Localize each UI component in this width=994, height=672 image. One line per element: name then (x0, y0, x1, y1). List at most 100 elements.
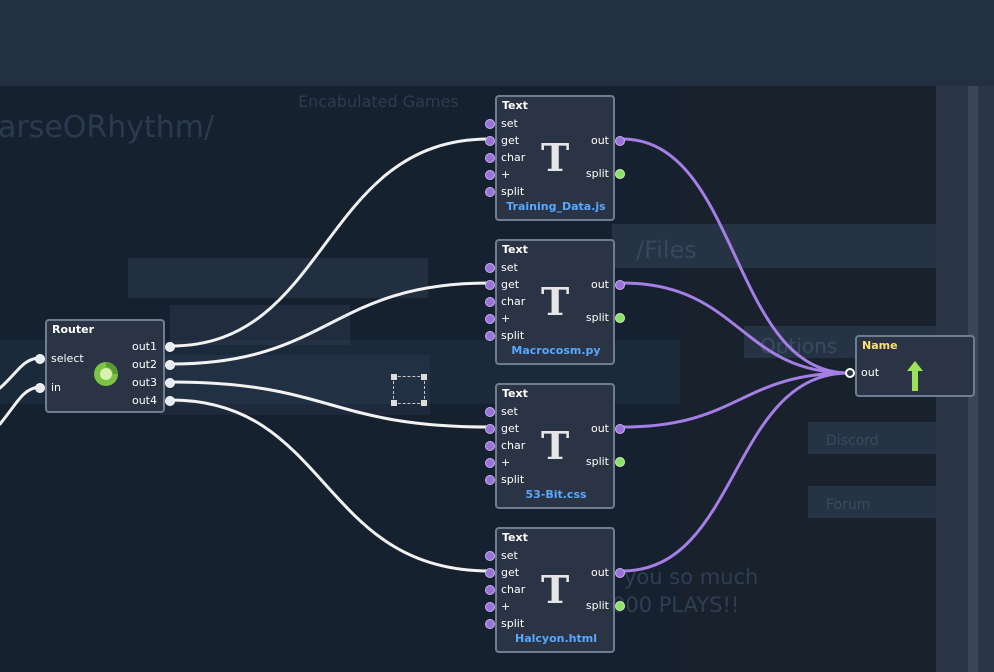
text-get-pin[interactable] (485, 136, 495, 146)
text-node-training-data[interactable]: Text set get char + split T out split Tr… (485, 95, 625, 221)
text-plus-pin[interactable] (485, 602, 495, 612)
router-out4-pin[interactable] (165, 396, 175, 406)
text-get-pin[interactable] (485, 424, 495, 434)
wire-in-select (0, 356, 40, 390)
text-split-out-label: split (585, 455, 609, 468)
text-char-pin[interactable] (485, 297, 495, 307)
wire-out3-53bit (169, 380, 491, 429)
wire-53bit-name (620, 371, 851, 429)
text-split-in-pin[interactable] (485, 475, 495, 485)
text-set-pin[interactable] (485, 407, 495, 417)
text-char-pin[interactable] (485, 585, 495, 595)
text-split-out-pin[interactable] (615, 601, 625, 611)
text-filename[interactable]: Training_Data.js (506, 200, 606, 213)
text-set-label: set (501, 549, 518, 562)
text-split-out-label: split (585, 167, 609, 180)
text-split-in-label: split (501, 473, 525, 486)
up-arrow-icon (905, 359, 925, 393)
text-split-out-label: split (585, 311, 609, 324)
router-out2-label: out2 (131, 358, 157, 371)
text-get-label: get (501, 566, 520, 579)
text-node-title: Text (502, 99, 528, 112)
router-cycle-icon (91, 359, 121, 389)
background-files-bar (612, 224, 936, 268)
text-node-53-bit[interactable]: Text set get char + split T out split 53… (485, 383, 625, 509)
text-split-in-pin[interactable] (485, 619, 495, 629)
wire-out4-halcyon (169, 398, 491, 573)
text-t-icon: T (541, 135, 570, 180)
router-out1-label: out1 (131, 340, 157, 353)
router-select-label: select (51, 352, 84, 365)
router-out2-pin[interactable] (165, 360, 175, 370)
text-char-pin[interactable] (485, 153, 495, 163)
text-set-pin[interactable] (485, 551, 495, 561)
router-in-pin[interactable] (35, 383, 45, 393)
name-node[interactable]: Name out (845, 335, 975, 397)
background-studio-name: Encabulated Games (298, 92, 459, 111)
text-split-out-pin[interactable] (615, 169, 625, 179)
background-forum-label: Forum (826, 497, 871, 513)
text-char-label: char (501, 295, 526, 308)
router-out1-pin[interactable] (165, 342, 175, 352)
text-split-in-pin[interactable] (485, 187, 495, 197)
router-title: Router (52, 323, 95, 336)
text-set-label: set (501, 261, 518, 274)
selected-item-box[interactable] (391, 374, 427, 406)
wire-out2-macrocosm (169, 281, 491, 366)
text-out-label: out (590, 134, 609, 147)
text-out-pin[interactable] (615, 280, 625, 290)
router-in-label: in (51, 381, 62, 394)
text-filename[interactable]: Macrocosm.py (511, 344, 601, 357)
text-get-pin[interactable] (485, 280, 495, 290)
wire-in-in (0, 385, 40, 426)
text-set-pin[interactable] (485, 263, 495, 273)
background-discord-bar (808, 422, 936, 454)
text-plus-pin[interactable] (485, 314, 495, 324)
router-out4-label: out4 (131, 394, 157, 407)
text-plus-label: + (501, 600, 511, 613)
text-char-label: char (501, 439, 526, 452)
background-plays-text: 000 PLAYS!! (612, 593, 740, 617)
name-input-pin[interactable] (845, 368, 855, 378)
text-get-label: get (501, 278, 520, 291)
text-get-pin[interactable] (485, 568, 495, 578)
text-filename[interactable]: Halcyon.html (515, 632, 597, 645)
text-split-out-pin[interactable] (615, 457, 625, 467)
background-game-logo (128, 258, 428, 298)
router-node[interactable]: Router select in out1 out2 out3 out4 (35, 319, 175, 413)
text-node-macrocosm[interactable]: Text set get char + split T out split Ma… (485, 239, 625, 365)
background-files-heading: /Files (636, 236, 697, 264)
text-char-label: char (501, 151, 526, 164)
text-char-label: char (501, 583, 526, 596)
wire-macrocosm-name (620, 281, 851, 375)
text-filename[interactable]: 53-Bit.css (525, 488, 587, 501)
background-game-logo-line3 (160, 355, 430, 415)
background-forum-bar (808, 486, 936, 518)
text-set-pin[interactable] (485, 119, 495, 129)
text-out-pin[interactable] (615, 424, 625, 434)
text-out-pin[interactable] (615, 136, 625, 146)
text-split-out-label: split (585, 599, 609, 612)
text-out-label: out (590, 278, 609, 291)
wire-halcyon-name (620, 371, 851, 573)
text-t-icon: T (541, 279, 570, 324)
text-split-out-pin[interactable] (615, 313, 625, 323)
text-out-label: out (590, 566, 609, 579)
canvas-top-band (0, 0, 994, 86)
text-node-title: Text (502, 387, 528, 400)
text-node-halcyon[interactable]: Text set get char + split T out split Ha… (485, 527, 625, 653)
router-select-pin[interactable] (35, 354, 45, 364)
background-game-logo-line2 (170, 305, 350, 345)
text-plus-pin[interactable] (485, 170, 495, 180)
router-out3-pin[interactable] (165, 378, 175, 388)
name-node-title: Name (862, 339, 898, 352)
text-split-in-label: split (501, 185, 525, 198)
text-out-pin[interactable] (615, 568, 625, 578)
text-split-in-pin[interactable] (485, 331, 495, 341)
wire-out1-training (169, 137, 491, 348)
text-plus-pin[interactable] (485, 458, 495, 468)
text-get-label: get (501, 134, 520, 147)
text-char-pin[interactable] (485, 441, 495, 451)
text-out-label: out (590, 422, 609, 435)
